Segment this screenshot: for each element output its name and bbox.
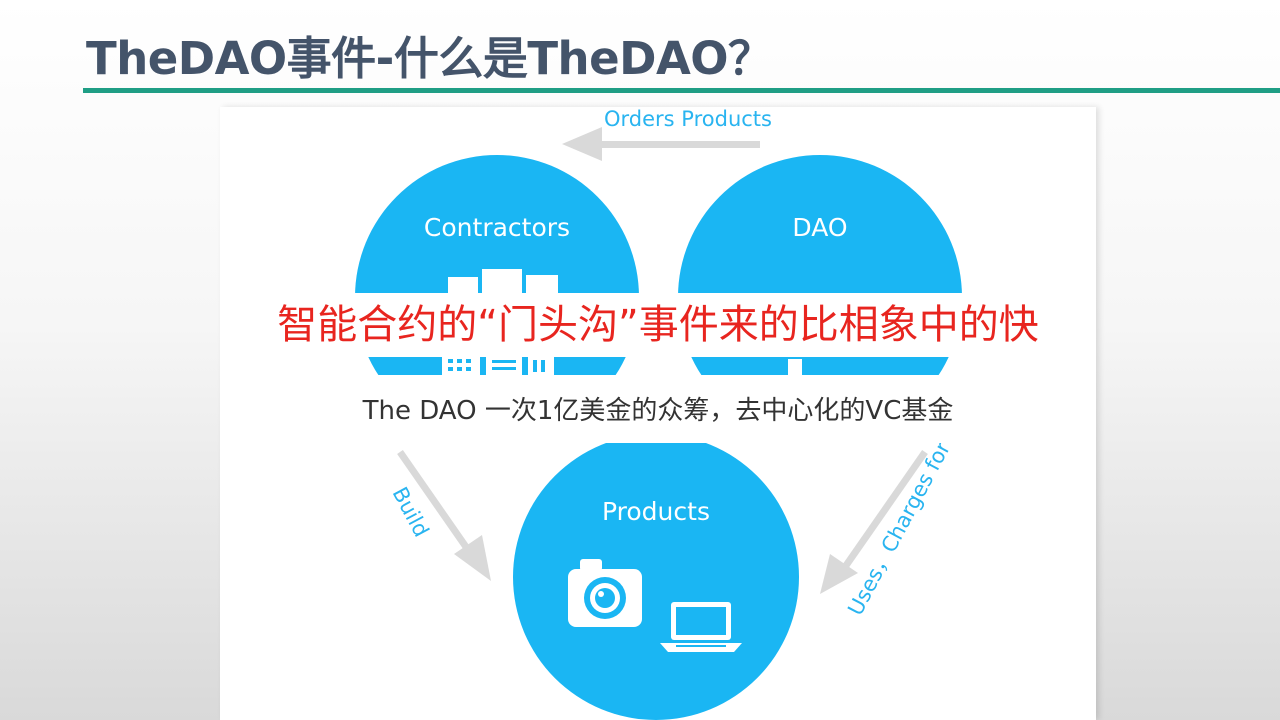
node-products [513,434,799,720]
laptop-icon [660,602,742,652]
edge-label-uses: Uses，Charges for [843,437,955,619]
camera-icon [568,559,642,627]
title-underline [83,88,1280,93]
node-label-contractors: Contractors [424,213,570,242]
arrow-uses [820,450,928,594]
highlight-statement: 智能合约的“门头沟”事件来的比相象中的快 [220,293,1096,357]
dao-icon [788,359,802,375]
node-label-products: Products [602,497,710,526]
building-icon [442,269,558,377]
caption-band [220,375,1096,443]
arrow-orders [562,127,760,161]
node-label-dao: DAO [792,213,847,242]
slide-title: TheDAO事件-什么是TheDAO？ [86,32,773,85]
caption-text: The DAO 一次1亿美金的众筹，去中心化的VC基金 [362,396,954,426]
arrow-build [397,450,491,581]
edge-label-orders: Orders Products [604,107,772,131]
diagram-panel: Orders Products Build Uses，Charges for C… [220,107,1096,720]
